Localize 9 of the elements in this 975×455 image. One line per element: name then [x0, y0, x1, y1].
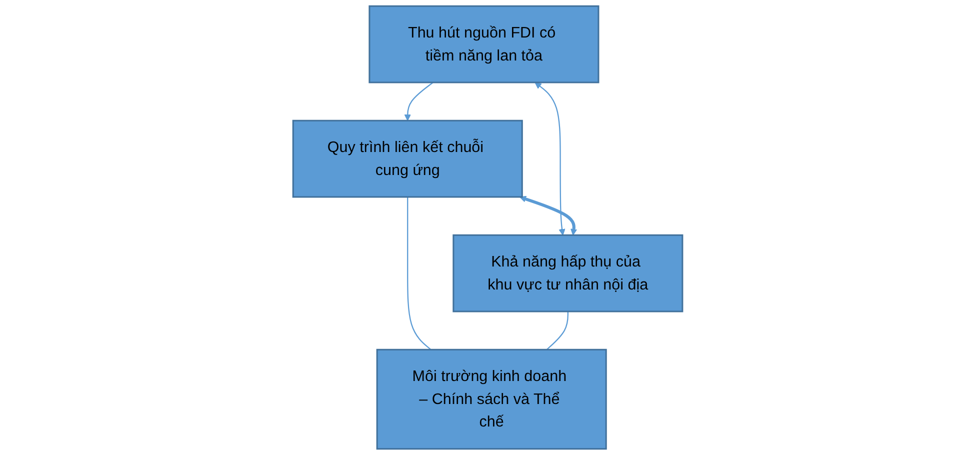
- node-box: Khả năng hấp thụ của khu vực tư nhân nội địa: [452, 234, 683, 312]
- arrow: [404, 82, 434, 121]
- connector: [546, 311, 568, 350]
- node-box: Môi trường kinh doanh – Chính sách và Thể chế: [376, 348, 607, 450]
- node-box: Quy trình liên kết chuỗi cung ứng: [292, 120, 523, 198]
- node-box: Thu hút nguồn FDI có tiềm năng lan tỏa: [368, 5, 599, 84]
- connector: [406, 196, 432, 350]
- arrow: [519, 196, 577, 236]
- arrow: [534, 82, 566, 236]
